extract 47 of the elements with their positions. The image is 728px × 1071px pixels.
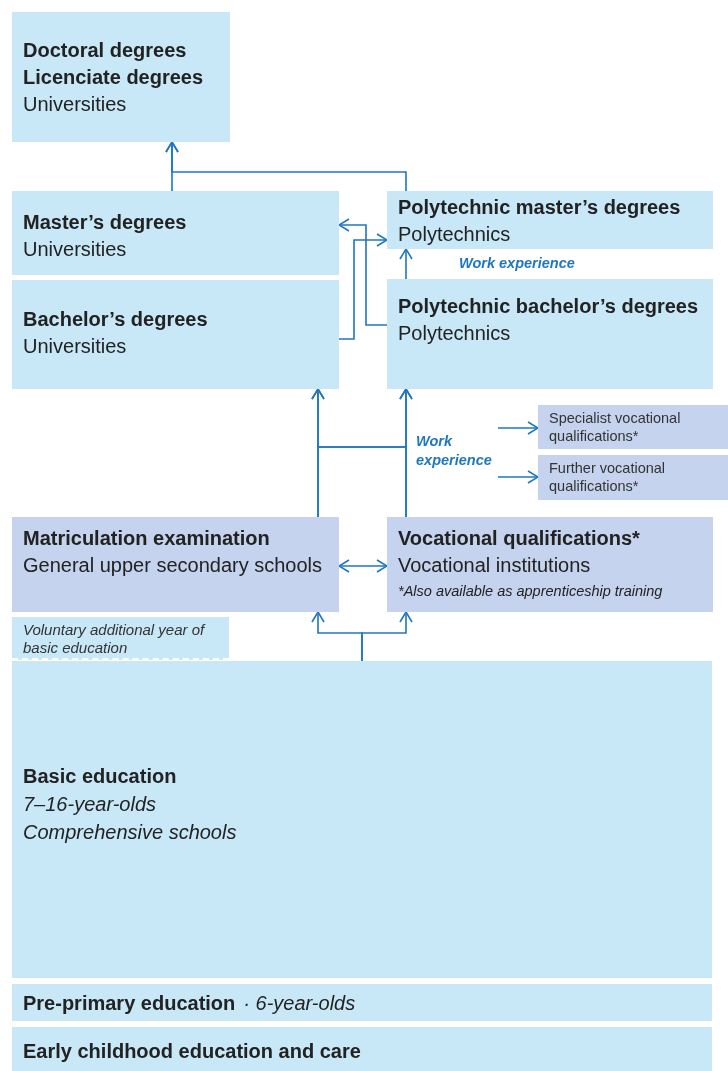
education-box bbox=[12, 1027, 712, 1071]
box-text: Polytechnics bbox=[398, 222, 512, 247]
italic-note: *Also available as apprenticeship training bbox=[398, 582, 664, 601]
education-box bbox=[12, 661, 712, 978]
arrow bbox=[361, 611, 413, 662]
education-box bbox=[538, 405, 728, 449]
box-text: Universities bbox=[23, 237, 128, 262]
box-heading: Early childhood education and care bbox=[23, 1039, 362, 1064]
education-box bbox=[387, 191, 713, 249]
education-box bbox=[12, 191, 339, 275]
note-label: Work experience bbox=[416, 432, 493, 470]
box-text: Vocational institutions bbox=[398, 553, 592, 578]
arrow bbox=[165, 141, 407, 192]
education-box bbox=[387, 279, 713, 389]
education-box bbox=[12, 517, 339, 612]
box-text: Polytechnics bbox=[398, 321, 512, 346]
arrow bbox=[338, 233, 388, 340]
education-box bbox=[12, 984, 712, 1021]
box-text: General upper secondary schools bbox=[23, 553, 324, 578]
education-box bbox=[12, 12, 230, 142]
box-text: Specialist vocational qualifications* bbox=[549, 409, 682, 445]
box-heading: Doctoral degrees bbox=[23, 38, 188, 63]
education-box bbox=[387, 517, 713, 612]
education-box bbox=[12, 617, 229, 660]
box-heading: Polytechnic bachelor’s degrees bbox=[398, 294, 700, 319]
italic-note: Comprehensive schools bbox=[23, 820, 238, 845]
education-box bbox=[12, 280, 339, 389]
box-text: Universities bbox=[23, 334, 128, 359]
education-box bbox=[538, 455, 728, 500]
arrow bbox=[497, 421, 539, 435]
arrow bbox=[399, 248, 413, 280]
italic-note: Voluntary additional year of basic education bbox=[23, 621, 207, 657]
box-heading: Licenciate degrees bbox=[23, 65, 205, 90]
box-heading: Pre-primary education bbox=[23, 992, 236, 1014]
box-heading: Bachelor’s degrees bbox=[23, 307, 209, 332]
arrow bbox=[497, 470, 539, 484]
box-heading: Basic education bbox=[23, 764, 178, 789]
box-heading: Polytechnic master’s degrees bbox=[398, 195, 682, 220]
box-text: Universities bbox=[23, 92, 128, 117]
italic-note: 7–16-year-olds bbox=[23, 792, 158, 817]
box-heading: Master’s degrees bbox=[23, 210, 188, 235]
arrow bbox=[338, 218, 388, 326]
arrow bbox=[338, 559, 388, 573]
box-heading: Vocational qualifications* bbox=[398, 526, 641, 551]
box-heading: Matriculation examination bbox=[23, 526, 271, 551]
italic-note: · 6-year-olds bbox=[243, 992, 356, 1014]
box-text: Further vocational qualifications* bbox=[549, 459, 667, 495]
